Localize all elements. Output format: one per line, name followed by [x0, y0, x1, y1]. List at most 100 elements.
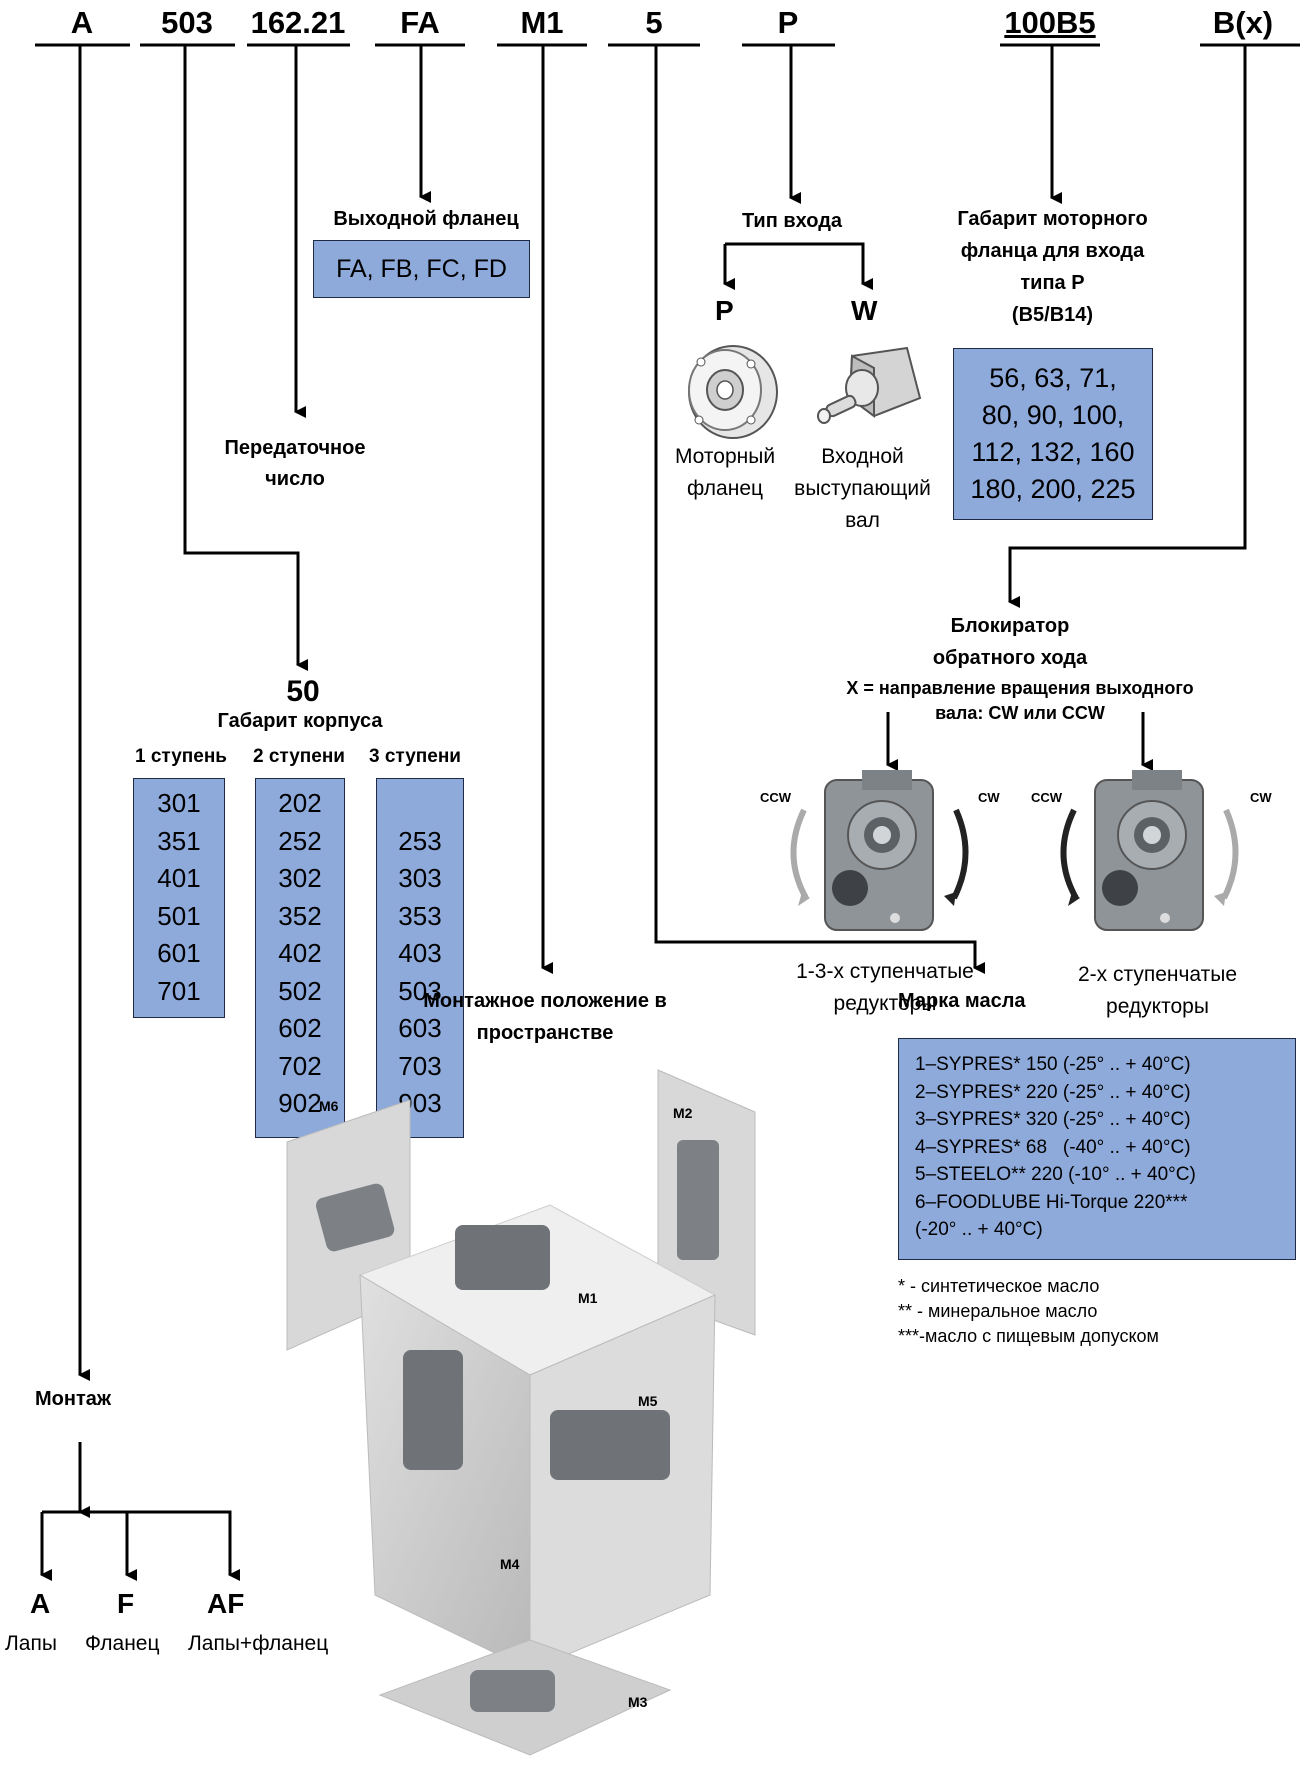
mounting-positions-cube-illustration: [286, 1069, 756, 1756]
oil-line: 3–SYPRES* 320 (-25° .. + 40°C): [915, 1109, 1191, 1130]
gearbox-2-stage-illustration: [1060, 770, 1239, 931]
output-flange-title: Выходной фланец: [333, 208, 519, 230]
mounting-label-m2: M2: [673, 1105, 693, 1121]
oil-box: 1–SYPRES* 150 (-25° .. + 40°C) 2–SYPRES*…: [898, 1038, 1296, 1260]
mounting-title: Монтаж: [35, 1388, 112, 1410]
housing-size: 50: [286, 675, 320, 708]
motor-flange-label-line1: Моторный: [674, 445, 776, 468]
code-mounting-position: M1: [520, 5, 564, 40]
backstop-right-ccw: CCW: [1031, 790, 1063, 805]
housing-col2-header: 2 ступени: [253, 746, 345, 767]
housing-cell: 701: [157, 975, 201, 1006]
housing-col1-header: 1 ступень: [135, 746, 227, 767]
code-input-type: P: [777, 5, 799, 40]
mounting-af-code: AF: [207, 1588, 245, 1619]
backstop-left-caption-2: редукторы: [833, 992, 937, 1015]
housing-cell: 353: [398, 900, 442, 931]
motor-flange-sizes-row: 80, 90, 100,: [981, 400, 1125, 430]
oil-line: 1–SYPRES* 150 (-25° .. + 40°C): [915, 1054, 1191, 1075]
mounting-label-m1: M1: [578, 1290, 598, 1306]
motor-flange-illustration: [688, 345, 778, 439]
motor-flange-sizes-box: 56, 63, 71, 80, 90, 100, 112, 132, 160 1…: [953, 348, 1153, 520]
housing-cell: [377, 785, 463, 823]
backstop-left-cw: CW: [978, 790, 1000, 805]
code-oil: 5: [645, 5, 663, 40]
housing-cell: 501: [157, 900, 201, 931]
motor-flange-label-line2: фланец: [686, 477, 764, 500]
mounting-label-m6: M6: [319, 1098, 339, 1114]
oil-title: Марка масла: [898, 990, 1026, 1012]
oil-footnote-synthetic: * - синтетическое масло: [898, 1276, 1100, 1296]
motor-flange-sizes-row: 56, 63, 71,: [989, 363, 1117, 393]
mounting-label-m3: M3: [628, 1694, 648, 1710]
backstop-left-caption-1: 1-3-х ступенчатые: [796, 960, 974, 983]
backstop-right-caption-2: редукторы: [1106, 995, 1209, 1018]
oil-line: (-20° .. + 40°C): [915, 1219, 1043, 1240]
housing-col3-box: 253 303 353 403 503 603 703 903: [376, 778, 464, 1138]
backstop-left-ccw: CCW: [760, 790, 792, 805]
housing-cell: 403: [398, 938, 442, 968]
input-shaft-label-line2: выступающий: [794, 477, 931, 500]
backstop-right-caption-1: 2-х ступенчатые: [1077, 963, 1238, 986]
gearbox-1-3-stage-illustration: [790, 770, 969, 931]
housing-cell: 401: [157, 863, 201, 893]
motor-flange-title-2: фланца для входа: [960, 240, 1145, 262]
code-motor-flange: 100B5: [1004, 5, 1096, 40]
motor-flange-sizes-row: 180, 200, 225: [970, 474, 1136, 504]
housing-title: Габарит корпуса: [217, 710, 383, 732]
housing-cell: 252: [278, 825, 322, 856]
housing-cell: 503: [398, 975, 442, 1006]
housing-cell: 303: [398, 863, 442, 893]
mounting-label-m5: M5: [638, 1393, 658, 1409]
oil-line: 2–SYPRES* 220 (-25° .. + 40°C): [915, 1081, 1191, 1103]
mounting-position-title-1: Монтажное положение в: [423, 990, 667, 1012]
code-output-flange: FA: [400, 5, 440, 40]
output-flange-options: FA, FB, FC, FD: [336, 255, 507, 283]
mounting-a-label: Лапы: [5, 1632, 57, 1655]
code-mounting: A: [70, 5, 94, 40]
input-shaft-label-line1: Входной: [821, 445, 904, 468]
backstop-desc-2: вала: CW или CCW: [935, 703, 1105, 723]
mounting-f-label: Фланец: [85, 1632, 160, 1655]
oil-footnote-mineral: ** - минеральное масло: [898, 1301, 1098, 1321]
housing-cell: 402: [278, 938, 322, 968]
housing-cell: 352: [278, 900, 322, 931]
mounting-a-code: A: [30, 1588, 51, 1619]
oil-line: 4–SYPRES* 68 (-40° .. + 40°C): [915, 1136, 1191, 1158]
oil-line: 6–FOODLUBE Hi-Torque 220***: [915, 1191, 1188, 1213]
backstop-right-cw: CW: [1250, 790, 1272, 805]
gear-ratio-line1: Передаточное: [224, 437, 366, 459]
input-shaft-label-line3: вал: [845, 509, 880, 532]
housing-cell: 602: [278, 1013, 322, 1043]
housing-cell: 702: [278, 1050, 322, 1081]
code-housing: 503: [161, 5, 213, 40]
backstop-title-2: обратного хода: [932, 647, 1088, 669]
mounting-position-title-2: пространстве: [476, 1022, 614, 1044]
housing-cell: 601: [157, 938, 201, 968]
backstop-title-1: Блокиратор: [950, 615, 1070, 637]
housing-cell: 301: [157, 788, 201, 818]
mounting-label-m4: M4: [500, 1556, 520, 1572]
output-flange-box: FA, FB, FC, FD: [313, 240, 530, 298]
mounting-af-label: Лапы+фланец: [188, 1632, 329, 1655]
input-shaft-illustration: [817, 346, 922, 424]
housing-cell: 302: [278, 863, 322, 893]
backstop-desc-1: X = направление вращения выходного: [846, 678, 1194, 698]
housing-cell: 253: [398, 825, 442, 856]
oil-line: 5–STEELO** 220 (-10° .. + 40°C): [915, 1164, 1196, 1185]
housing-cell: 202: [278, 788, 322, 818]
input-type-title: Тип входа: [741, 210, 843, 232]
motor-flange-title-4: (B5/B14): [1011, 304, 1094, 326]
housing-cell: 703: [398, 1050, 442, 1081]
motor-flange-title-1: Габарит моторного: [957, 208, 1148, 230]
input-type-p: P: [715, 295, 734, 326]
housing-col1-box: 301 351 401 501 601 701: [133, 778, 225, 1018]
housing-cell: 603: [398, 1013, 442, 1043]
gear-ratio-line2: число: [265, 468, 325, 490]
oil-footnote-food: ***-масло с пищевым допуском: [898, 1326, 1159, 1346]
housing-cell: 502: [278, 975, 322, 1006]
housing-cell: 351: [157, 825, 201, 856]
mounting-f-code: F: [117, 1588, 135, 1619]
motor-flange-title-3: типа P: [1020, 272, 1085, 294]
